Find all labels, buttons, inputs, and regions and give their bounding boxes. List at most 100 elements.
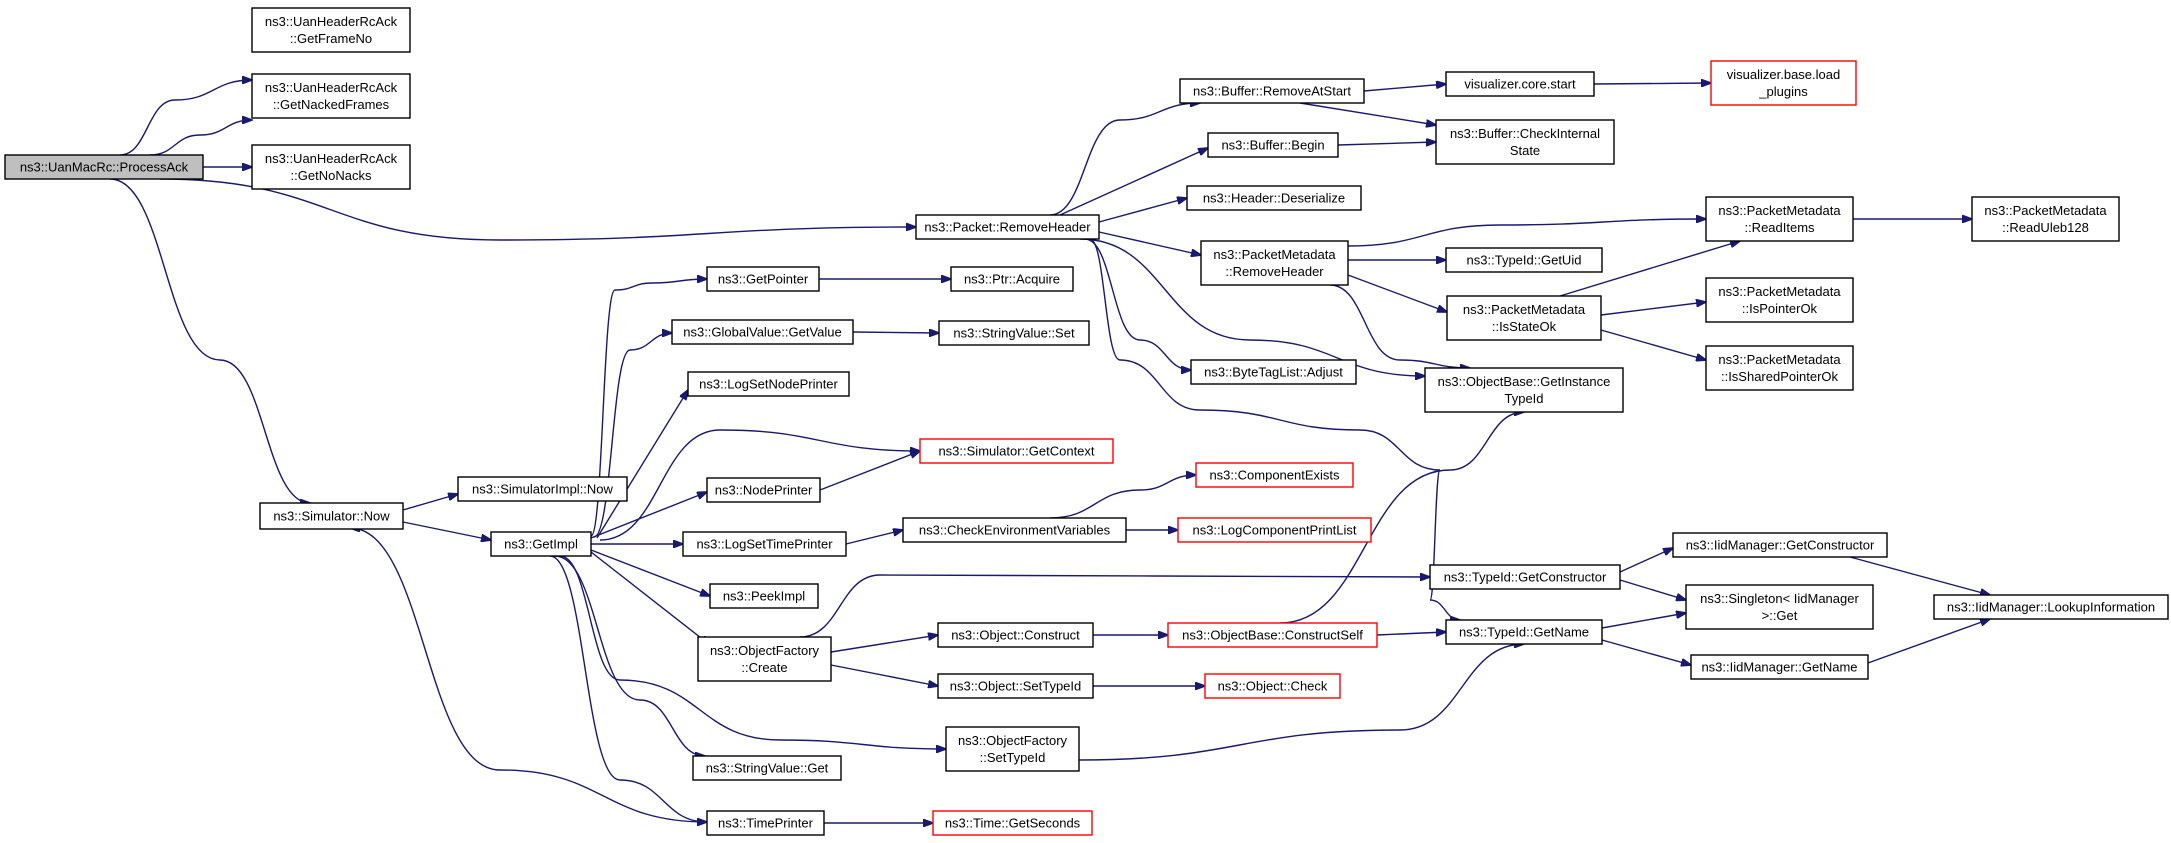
node-box-ptracquire (950, 266, 1074, 292)
node-bufbegin[interactable]: ns3::Buffer::Begin (1207, 132, 1339, 158)
node-box-logsetnode (687, 371, 850, 397)
node-svset[interactable]: ns3::StringValue::Set (938, 320, 1090, 346)
node-box-ofsettypeid (945, 726, 1080, 772)
edge-removeheader-to-pmremove (1098, 231, 1201, 255)
edge-ofcreate-to-objsettypeid (830, 664, 938, 686)
node-svget[interactable]: ns3::StringValue::Get (692, 755, 842, 781)
node-simimplnow[interactable]: ns3::SimulatorImpl::Now (457, 476, 628, 502)
node-getnackedframes[interactable]: ns3::UanHeaderRcAck::GetNackedFrames (251, 73, 411, 119)
node-simgetcontext[interactable]: ns3::Simulator::GetContext (919, 438, 1114, 464)
node-label-pmreaditems-0: ns3::PacketMetadata (1718, 203, 1841, 218)
node-iidlookup[interactable]: ns3::IidManager::LookupInformation (1933, 594, 2169, 620)
node-pmreaduleb[interactable]: ns3::PacketMetadata::ReadUleb128 (1971, 196, 2120, 242)
node-box-obconstructself (1167, 622, 1378, 648)
edge-typeidgetctor-to-iidgetctor (1619, 548, 1673, 573)
node-logsetnode[interactable]: ns3::LogSetNodePrinter (687, 371, 850, 397)
node-processack[interactable]: ns3::UanMacRc::ProcessAck (4, 154, 204, 180)
node-singletonget[interactable]: ns3::Singleton< IidManager>::Get (1685, 584, 1874, 630)
node-box-getframeno (251, 7, 411, 53)
node-label-visstart-0: visualizer.core.start (1464, 77, 1576, 92)
node-label-compexists-0: ns3::ComponentExists (1209, 468, 1340, 483)
node-objconstruct[interactable]: ns3::Object::Construct (937, 622, 1094, 648)
call-nodes: ns3::UanMacRc::ProcessAck ns3::UanHeaderR… (4, 7, 2169, 836)
edge-typeidgetname-to-singletonget (1601, 613, 1686, 629)
node-ofsettypeid[interactable]: ns3::ObjectFactory::SetTypeId (945, 726, 1080, 772)
node-bufremove[interactable]: ns3::Buffer::RemoveAtStart (1179, 78, 1365, 104)
node-peekimpl[interactable]: ns3::PeekImpl (709, 583, 819, 609)
node-timegetseconds[interactable]: ns3::Time::GetSeconds (932, 810, 1093, 836)
edge-removeheader-to-btladjust (1084, 238, 1191, 370)
node-label-nodeprinter-0: ns3::NodePrinter (715, 483, 813, 498)
node-box-timeprinter (706, 810, 825, 836)
node-label-objcheck-0: ns3::Object::Check (1218, 679, 1328, 694)
edge-bufbegin-to-bufcheck (1337, 142, 1436, 145)
node-pmissharedok[interactable]: ns3::PacketMetadata::IsSharedPointerOk (1705, 345, 1854, 391)
edge-pmisstateok-to-pmissharedok (1600, 329, 1706, 360)
edge-getimpl-to-nodeprinter (590, 492, 707, 539)
node-label-logcompprint-0: ns3::LogComponentPrintList (1192, 523, 1356, 538)
node-typeidgetctor[interactable]: ns3::TypeId::GetConstructor (1429, 564, 1621, 590)
node-label-ofcreate-1: ::Create (741, 660, 787, 675)
node-iidgetname[interactable]: ns3::IidManager::GetName (1690, 654, 1869, 680)
node-getpointer[interactable]: ns3::GetPointer (706, 266, 820, 292)
node-label-getnonacks-0: ns3::UanHeaderRcAck (265, 151, 398, 166)
edge-typeidgetname-to-iidgetname (1601, 639, 1691, 665)
node-label-visload-1: _plugins (1758, 84, 1808, 99)
node-box-typeidgetctor (1429, 564, 1621, 590)
node-gvgetvalue[interactable]: ns3::GlobalValue::GetValue (671, 319, 854, 345)
node-nodeprinter[interactable]: ns3::NodePrinter (706, 477, 821, 503)
node-compexists[interactable]: ns3::ComponentExists (1195, 462, 1354, 488)
node-label-obgetinst-1: TypeId (1504, 391, 1543, 406)
node-box-typeidgetname (1445, 619, 1603, 645)
edge-getimpl-to-gvgetvalue (593, 333, 672, 538)
node-logsettime[interactable]: ns3::LogSetTimePrinter (682, 531, 847, 557)
node-box-visstart (1445, 71, 1595, 97)
node-label-getframeno-0: ns3::UanHeaderRcAck (265, 14, 398, 29)
node-pmremove[interactable]: ns3::PacketMetadata::RemoveHeader (1200, 240, 1349, 286)
node-pmispointerok[interactable]: ns3::PacketMetadata::IsPointerOk (1705, 277, 1854, 323)
node-simnow[interactable]: ns3::Simulator::Now (259, 502, 404, 530)
node-pmisstateok[interactable]: ns3::PacketMetadata::IsStateOk (1446, 295, 1602, 341)
node-iidgetctor[interactable]: ns3::IidManager::GetConstructor (1672, 532, 1888, 558)
node-label-obgetinst-0: ns3::ObjectBase::GetInstance (1438, 374, 1611, 389)
node-ptracquire[interactable]: ns3::Ptr::Acquire (950, 266, 1074, 292)
node-label-bufcheck-0: ns3::Buffer::CheckInternal (1450, 126, 1600, 141)
edge-getimpl-to-ofsettypeid (559, 555, 946, 749)
node-label-pmreaduleb-1: ::ReadUleb128 (2002, 220, 2089, 235)
node-box-obgetinst (1424, 367, 1624, 413)
node-getframeno[interactable]: ns3::UanHeaderRcAck::GetFrameNo (251, 7, 411, 53)
node-objcheck[interactable]: ns3::Object::Check (1204, 673, 1341, 699)
node-logcompprint[interactable]: ns3::LogComponentPrintList (1177, 517, 1372, 543)
node-obconstructself[interactable]: ns3::ObjectBase::ConstructSelf (1167, 622, 1378, 648)
node-getimpl[interactable]: ns3::GetImpl (490, 531, 592, 557)
node-visload[interactable]: visualizer.base.load_plugins (1710, 60, 1857, 106)
node-label-getnackedframes-1: ::GetNackedFrames (273, 97, 390, 112)
node-removeheader[interactable]: ns3::Packet::RemoveHeader (915, 214, 1100, 240)
node-box-checkenv (902, 517, 1127, 543)
edge-simnow-to-simimplnow (402, 494, 458, 511)
node-typeidgetuid[interactable]: ns3::TypeId::GetUid (1445, 247, 1603, 273)
node-label-objconstruct-0: ns3::Object::Construct (951, 628, 1080, 643)
node-typeidgetname[interactable]: ns3::TypeId::GetName (1445, 619, 1603, 645)
node-label-getnonacks-1: ::GetNoNacks (291, 168, 372, 183)
edge-pmremove-to-obgetinst (1329, 284, 1470, 368)
node-label-peekimpl-0: ns3::PeekImpl (723, 589, 805, 604)
node-box-pmissharedok (1705, 345, 1854, 391)
node-timeprinter[interactable]: ns3::TimePrinter (706, 810, 825, 836)
node-checkenv[interactable]: ns3::CheckEnvironmentVariables (902, 517, 1127, 543)
node-box-getnonacks (251, 144, 411, 190)
node-btladjust[interactable]: ns3::ByteTagList::Adjust (1190, 359, 1357, 385)
node-label-svget-0: ns3::StringValue::Get (706, 761, 829, 776)
node-label-timeprinter-0: ns3::TimePrinter (718, 816, 814, 831)
node-visstart[interactable]: visualizer.core.start (1445, 71, 1595, 97)
node-objsettypeid[interactable]: ns3::Object::SetTypeId (937, 673, 1094, 699)
node-ofcreate[interactable]: ns3::ObjectFactory::Create (697, 636, 832, 682)
node-pmreaditems[interactable]: ns3::PacketMetadata::ReadItems (1705, 196, 1854, 242)
node-getnonacks[interactable]: ns3::UanHeaderRcAck::GetNoNacks (251, 144, 411, 190)
node-label-pmissharedok-1: ::IsSharedPointerOk (1721, 369, 1839, 384)
node-box-pmreaditems (1705, 196, 1854, 242)
node-hdrdeser[interactable]: ns3::Header::Deserialize (1186, 185, 1362, 211)
